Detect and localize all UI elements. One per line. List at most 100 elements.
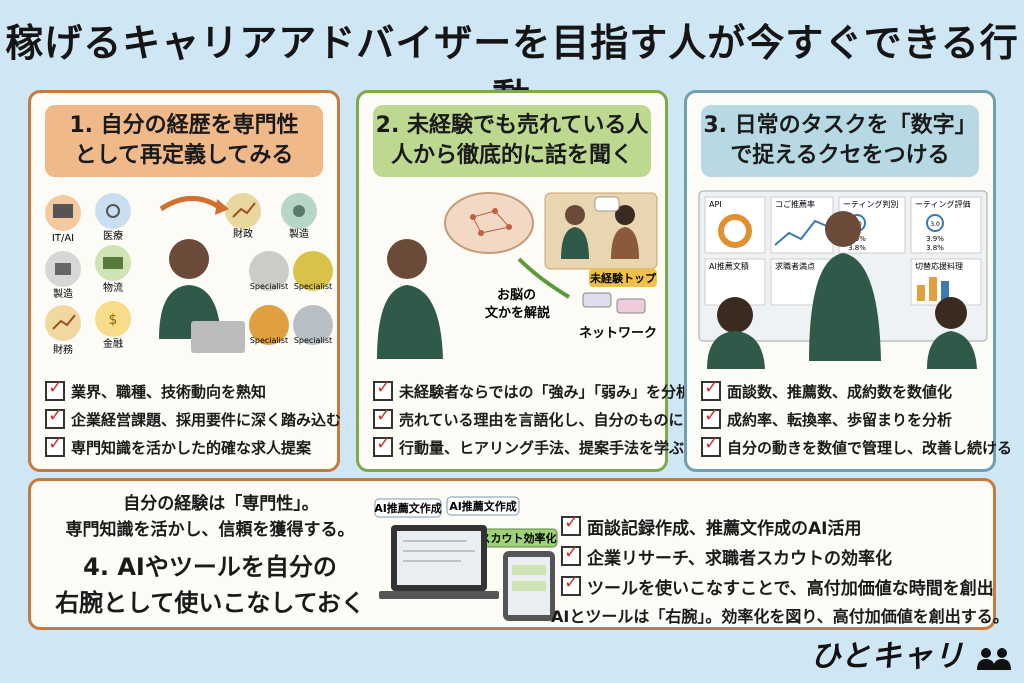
checkbox-icon xyxy=(45,433,65,457)
checkbox-icon xyxy=(45,405,65,429)
check-text: 未経験者ならではの「強み」「弱み」を分析 xyxy=(399,382,692,401)
check-item: 業界、職種、技術動向を熟知 xyxy=(45,377,329,405)
check-item: 企業経営課題、採用要件に深く踏み込む xyxy=(45,405,341,433)
checkbox-icon xyxy=(561,512,581,536)
check-text: 専門知識を活かした的確な求人提案 xyxy=(71,438,312,457)
check-text: 面談数、推薦数、成約数を数値化 xyxy=(727,382,953,401)
check-text: 業界、職種、技術動向を熟知 xyxy=(71,382,267,401)
icon-label: 製造 xyxy=(53,287,73,300)
svg-text:$: $ xyxy=(109,312,118,328)
panel-heading: 2. 未経験でも売れている人 人から徹底的に話を聞く xyxy=(373,105,651,177)
stat-value: 3.9% xyxy=(926,235,944,243)
tablet-icon xyxy=(503,551,555,621)
check-item: 自分の動きを数値で管理し、改善し続ける xyxy=(701,433,1012,461)
check-text: 企業リサーチ、求職者スカウトの効率化 xyxy=(587,548,892,569)
arrow-icon xyxy=(159,196,221,212)
checkbox-icon xyxy=(701,405,721,429)
decode-label: 文かを解説 xyxy=(485,305,550,321)
laptop-icon xyxy=(379,525,499,599)
stat-value: 3.0 xyxy=(930,221,940,228)
check-item: 面談数、推薦数、成約数を数値化 xyxy=(701,377,985,405)
footer-note: AIとツールは「右腕」。効率化を図り、高付加価値を創出する。 xyxy=(551,607,1009,626)
check-item: 未経験者ならではの「強み」「弱み」を分析 xyxy=(373,377,691,405)
checklist: 業界、職種、技術動向を熟知 企業経営課題、採用要件に深く踏み込む 専門知識を活か… xyxy=(45,377,341,461)
check-item: ツールを使いこなすことで、高付加価値な時間を創出 xyxy=(561,571,994,601)
heading-line: 2. 未経験でも売れている人 xyxy=(375,113,649,138)
panel-heading: 1. 自分の経歴を専門性 として再定義してみる xyxy=(45,105,323,177)
badge-label: Specialist xyxy=(294,282,332,291)
heading-line: 人から徹底的に話を聞く xyxy=(390,143,633,168)
checkbox-icon xyxy=(373,405,393,429)
dashboard-label: ーティング評価 xyxy=(915,199,971,209)
dashboard-label: AI推薦文積 xyxy=(709,261,749,271)
checkbox-icon xyxy=(373,433,393,457)
brain-icon xyxy=(444,192,534,254)
checkbox-icon xyxy=(561,572,581,596)
dashboard-illustration: API コご推薦率 ーティング判別 3.0 3.9% 3.8% ーティング評価 … xyxy=(698,190,988,369)
heading-line: 1. 自分の経歴を専門性 xyxy=(69,113,299,138)
dashboard-label: ーティング判別 xyxy=(843,199,899,209)
checklist: 面談数、推薦数、成約数を数値化 成約率、転換率、歩留まりを分析 自分の動きを数値… xyxy=(701,377,1012,461)
panel-ai-tools: 自分の経験は「専門性」。 専門知識を活かし、信頼を獲得する。 4. AIやツール… xyxy=(28,478,1009,630)
stat-value: 3.8% xyxy=(848,244,866,252)
devices-illustration: AI推薦文作成 AI推薦文作成 スカウト効率化 xyxy=(374,496,558,621)
specialist-badges: Specialist Specialist Specialist Special… xyxy=(249,251,333,345)
checkbox-icon xyxy=(701,433,721,457)
dashboard-label: API xyxy=(709,200,722,209)
checkbox-icon xyxy=(701,377,721,401)
subtitle-line: 専門知識を活かし、信頼を獲得する。 xyxy=(65,520,355,540)
icon-label: 物流 xyxy=(103,281,123,294)
advisor-figure xyxy=(809,211,881,361)
network-label: ネットワーク xyxy=(579,326,657,341)
checkbox-icon xyxy=(45,377,65,401)
tool-tag: スカウト効率化 xyxy=(480,531,557,545)
heading-line: で捉えるクセをつける xyxy=(730,143,950,168)
checkbox-icon xyxy=(561,542,581,566)
section-title: 4. AIやツールを自分の 右腕として使いこなしておく xyxy=(45,549,375,621)
people-icon xyxy=(977,647,1011,670)
title-line: 右腕として使いこなしておく xyxy=(55,589,365,617)
advisor-figure xyxy=(377,239,443,359)
check-text: 行動量、ヒアリング手法、提案手法を学ぶ xyxy=(399,438,685,457)
badge-label: Specialist xyxy=(294,336,332,345)
check-text: 成約率、転換率、歩留まりを分析 xyxy=(727,410,953,429)
check-item: 成約率、転換率、歩留まりを分析 xyxy=(701,405,985,433)
top-label: 未経験トップ xyxy=(589,271,657,285)
icon-label: 医療 xyxy=(103,229,123,242)
checklist: 面談記録作成、推薦文作成のAI活用 企業リサーチ、求職者スカウトの効率化 ツール… xyxy=(561,511,994,601)
industry-icons: IT/AI 医療 製造 物流 財務 $ 金融 財政 製造 xyxy=(45,193,317,356)
panel-heading: 3. 日常のタスクを「数字」 で捉えるクセをつける xyxy=(701,105,979,177)
check-item: 売れている理由を言語化し、自分のものにする xyxy=(373,405,714,433)
panel-numbers: 3. 日常のタスクを「数字」 で捉えるクセをつける API コご推薦率 ーティン… xyxy=(684,90,1012,472)
brain-label: お脳の xyxy=(497,288,536,303)
checklist: 未経験者ならではの「強み」「弱み」を分析 売れている理由を言語化し、自分のものに… xyxy=(373,377,714,461)
logo-text: ひとキャリ xyxy=(810,639,965,674)
check-item: 企業リサーチ、求職者スカウトの効率化 xyxy=(561,541,994,571)
heading-line: 3. 日常のタスクを「数字」 xyxy=(703,113,977,138)
dashboard-label: 求職者満点 xyxy=(775,261,815,271)
learn-illustration: 未経験トップ お脳の 文かを解説 ネットワーク xyxy=(377,192,658,359)
advisor-figure xyxy=(159,239,245,353)
check-item: 行動量、ヒアリング手法、提案手法を学ぶ xyxy=(373,433,684,461)
page-title: 稼げるキャリアアドバイザーを目指す人が今すぐできる行動 xyxy=(5,21,1019,120)
icon-label: 財政 xyxy=(233,227,253,240)
check-item: 面談記録作成、推薦文作成のAI活用 xyxy=(561,511,994,541)
badge-label: Specialist xyxy=(250,282,288,291)
tool-tag: AI推薦文作成 xyxy=(449,499,517,513)
check-text: 企業経営課題、採用要件に深く踏み込む xyxy=(71,410,342,429)
check-text: 自分の動きを数値で管理し、改善し続ける xyxy=(727,438,1013,457)
checkbox-icon xyxy=(373,377,393,401)
top-label-box xyxy=(589,269,657,287)
tool-tag: AI推薦文作成 xyxy=(374,501,442,515)
stat-value: 3.8% xyxy=(926,244,944,252)
icon-label: IT/AI xyxy=(52,233,74,244)
icon-label: 製造 xyxy=(289,227,309,240)
expertise-illustration: IT/AI 医療 製造 物流 財務 $ 金融 財政 製造 Specialist … xyxy=(45,193,333,356)
subtitle-line: 自分の経験は「専門性」。 xyxy=(123,494,319,514)
check-item: 専門知識を活かした的確な求人提案 xyxy=(45,433,329,461)
panel-expertise: 1. 自分の経歴を専門性 として再定義してみる IT/AI 医療 製造 物流 財… xyxy=(28,90,341,472)
icon-label: 金融 xyxy=(103,337,123,350)
dashboard-label: 切替応援料理 xyxy=(915,261,963,271)
check-text: 売れている理由を言語化し、自分のものにする xyxy=(399,410,714,429)
check-text: ツールを使いこなすことで、高付加価値な時間を創出 xyxy=(587,578,994,599)
